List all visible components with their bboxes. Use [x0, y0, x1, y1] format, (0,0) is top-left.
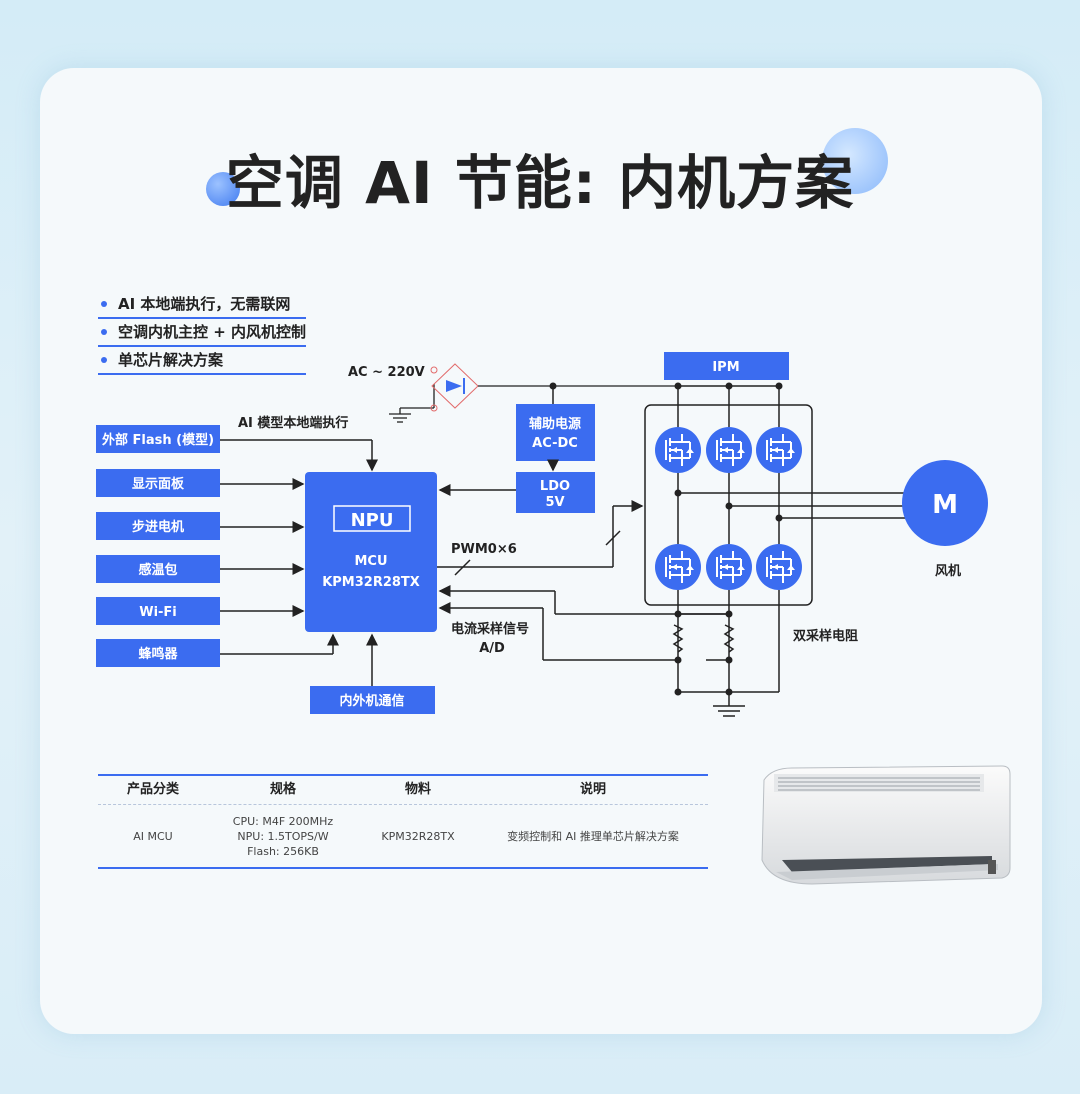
mcu-label: MCU: [354, 554, 387, 569]
ac-label: AC ~ 220V: [348, 365, 425, 380]
title-decor-dot-small: [206, 172, 240, 206]
ldo-voltage: 5V: [545, 495, 564, 510]
page-title: 空调 AI 节能: 内机方案: [225, 149, 855, 217]
material-cell: KPM32R28TX: [381, 829, 455, 843]
mosfet-icon: [755, 426, 803, 474]
table-header-cell: 规格: [269, 782, 296, 797]
mcu-part-label: KPM32R28TX: [322, 575, 420, 590]
mcu-block: [305, 472, 437, 632]
category-cell: AI MCU: [133, 829, 173, 843]
adc-label: A/D: [479, 641, 505, 656]
spec-cell: CPU: M4F 200MHz NPU: 1.5TOPS/W Flash: 25…: [208, 814, 358, 859]
comm-label: 内外机通信: [339, 693, 404, 709]
input-blocks: 外部 Flash (模型) 显示面板 步进电机 感温包 Wi-Fi 蜂鸣器: [96, 425, 220, 667]
aux-power-block: [516, 404, 595, 461]
table-row: AI MCU CPU: M4F 200MHz NPU: 1.5TOPS/W Fl…: [98, 805, 708, 869]
table-header-cell: 物料: [404, 782, 431, 797]
input-block-flash: [96, 425, 220, 453]
title-decor-dot-large: [822, 128, 888, 194]
input-label: 外部 Flash (模型): [101, 432, 214, 448]
input-label: 显示面板: [132, 476, 185, 492]
current-sample-label: 电流采样信号: [451, 621, 529, 637]
input-label: 蜂鸣器: [138, 646, 178, 662]
shunt-label: 双采样电阻: [793, 628, 858, 644]
npu-frame: [333, 505, 411, 532]
ai-exec-label: AI 模型本地端执行: [238, 415, 348, 431]
input-block-buzzer: [96, 639, 220, 667]
ipm-label: IPM: [712, 360, 739, 375]
mosfet-icon: [755, 543, 803, 591]
comm-block: [310, 686, 435, 714]
mosfet-icon: [705, 543, 753, 591]
feature-item: 单芯片解决方案: [98, 348, 307, 375]
input-label: Wi-Fi: [139, 605, 177, 620]
table-header-cell: 说明: [579, 782, 606, 797]
input-block-display: [96, 469, 220, 497]
motor-label: 风机: [935, 563, 961, 579]
spec-line: Flash: 256KB: [247, 844, 319, 858]
mosfet-icon: [654, 426, 702, 474]
description-cell: 变频控制和 AI 推理单芯片解决方案: [507, 829, 679, 843]
feature-list: AI 本地端执行，无需联网 空调内机主控 + 内风机控制 单芯片解决方案: [98, 292, 307, 376]
spec-line: CPU: M4F 200MHz: [232, 814, 334, 828]
ldo-block: [516, 472, 595, 513]
aux-power-label: 辅助电源: [529, 416, 581, 432]
pwm-label: PWM0×6: [451, 542, 517, 557]
input-block-wifi: [96, 597, 220, 625]
mosfet-icon: [654, 543, 702, 591]
feature-item: 空调内机主控 + 内风机控制: [98, 320, 307, 347]
block-diagram: 外部 Flash (模型) 显示面板 步进电机 感温包 Wi-Fi 蜂鸣器 AI…: [96, 352, 988, 717]
table-header-cell: 产品分类: [126, 782, 179, 797]
motor-symbol: M: [932, 490, 958, 520]
input-block-stepper: [96, 512, 220, 540]
aux-power-type: AC-DC: [532, 436, 578, 451]
ipm-block: [664, 352, 789, 380]
motor-icon: [902, 460, 988, 546]
ldo-label: LDO: [540, 479, 570, 494]
feature-item: AI 本地端执行，无需联网: [98, 292, 307, 319]
input-label: 感温包: [138, 562, 177, 578]
input-label: 步进电机: [132, 519, 184, 535]
table-header: 产品分类 规格 物料 说明: [98, 774, 708, 805]
spec-line: NPU: 1.5TOPS/W: [237, 829, 329, 843]
air-conditioner-image: [761, 765, 1011, 885]
mosfet-icon: [705, 426, 753, 474]
npu-label: NPU: [351, 510, 394, 531]
bridge-rectifier: [389, 363, 680, 423]
input-block-sensor: [96, 555, 220, 583]
product-table: 产品分类 规格 物料 说明 AI MCU CPU: M4F 200MHz NPU…: [98, 774, 708, 869]
